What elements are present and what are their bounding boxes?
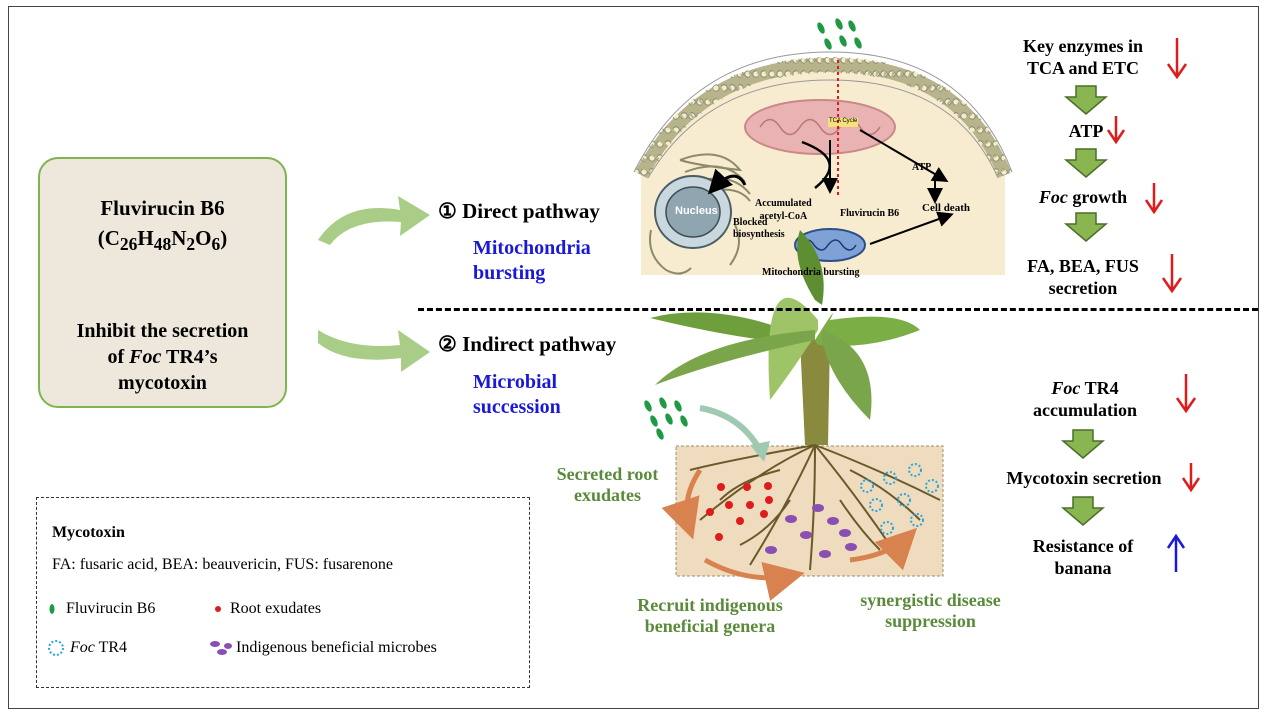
legend-microbe-symbol [210, 641, 232, 655]
legend-fluvirucin-label: Fluvirucin B6 [66, 600, 156, 617]
legend-fluvirucin-symbol [49, 604, 55, 614]
legend-microbes-label: Indigenous beneficial microbes [236, 639, 437, 656]
root-exudate-dots [706, 482, 773, 541]
figure-frame [8, 6, 1259, 709]
big-arrow-direct [318, 196, 430, 245]
legend-title: Mycotoxin [52, 524, 125, 541]
legend-foc-label: Foc TR4 [70, 639, 128, 656]
orange-arrow-right [849, 527, 918, 571]
legend-root-exudate-symbol [215, 606, 221, 612]
cell-illustration [633, 51, 1013, 275]
legend-foc-symbol [48, 640, 64, 656]
nucleus-label: Nucleus [675, 205, 718, 217]
legend-abbreviations: FA: fusaric acid, BEA: beauvericin, FUS:… [52, 556, 393, 573]
banana-plant [650, 230, 920, 445]
fluvirucin-molecules-soil [644, 397, 688, 440]
orange-arrow-bottom [703, 557, 805, 602]
fluvirucin-in-cell-label: Fluvirucin B6 [840, 208, 900, 219]
indirect-pathway-title: ② Indirect pathway [438, 332, 617, 356]
mito-bursting-label: Mitochondria bursting [762, 267, 860, 278]
compound-box [38, 157, 287, 408]
right-top-flow [1063, 85, 1109, 242]
pathway-divider [418, 308, 1258, 311]
orange-arrow-left [661, 468, 703, 540]
red-down-arrows [1106, 38, 1201, 493]
soil-box [675, 445, 944, 577]
compound-name: Fluvirucin B6 [100, 196, 225, 220]
atp-label: ATP [1068, 121, 1104, 141]
big-arrow-indirect [318, 330, 430, 372]
exudate-arrow [699, 405, 763, 452]
right-bottom-flow [1060, 429, 1106, 526]
roots [689, 444, 941, 571]
beneficial-microbes [765, 504, 857, 558]
legend-root-exudates-label: Root exudates [230, 600, 322, 617]
atp-in-cell-label: ATP [912, 162, 932, 173]
cell-death-label: Cell death [922, 202, 970, 214]
blue-up-arrow [1166, 533, 1186, 572]
mycotoxin-secretion-reduced-label: Mycotoxin secretion [1006, 468, 1162, 488]
foc-growth-label: Foc growth [1038, 187, 1128, 207]
compound-formula: (C26H48N2O6) [97, 226, 228, 255]
tca-cycle-label: TCA Cycle [829, 118, 858, 124]
fluvirucin-molecules-top [817, 18, 862, 50]
direct-pathway-title: ① Direct pathway [438, 199, 600, 223]
compound-effect: Inhibit the secretion of Foc TR4’s mycot… [76, 320, 249, 394]
legend-box [36, 497, 530, 688]
